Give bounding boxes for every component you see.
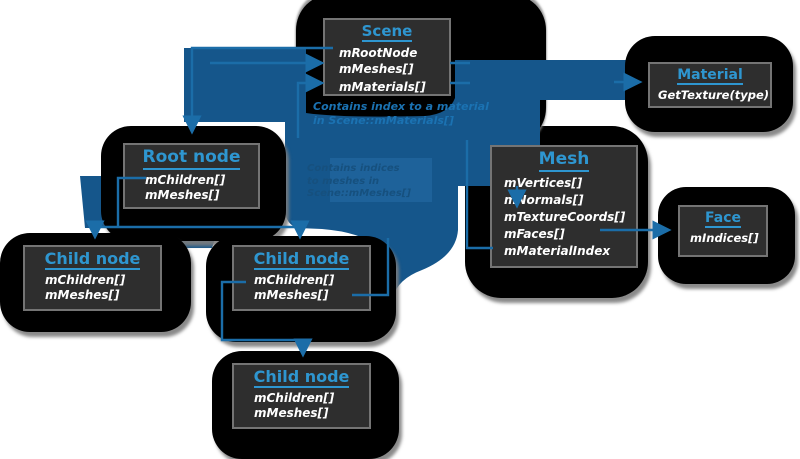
material-field-gettexture: GetTexture(type)	[658, 88, 770, 103]
mesh-field-mnormals: mNormals[]	[504, 192, 584, 207]
scene-box: Scene mRootNode mMeshes[] mMaterials[]	[323, 18, 451, 96]
face-field-mindices: mIndices[]	[690, 231, 759, 246]
mesh-field-mfaces: mFaces[]	[504, 226, 565, 241]
scene-field-mrootnode: mRootNode	[339, 46, 418, 61]
child-node-left-title: Child node	[44, 249, 141, 271]
child-left-field-mchildren: mChildren[]	[45, 273, 126, 288]
edge-childmiddle-mmeshes-up	[352, 238, 390, 297]
blue-mass-drip-left	[80, 176, 122, 228]
mesh-title: Mesh	[538, 149, 590, 172]
mesh-annotation-line2: to meshes in	[307, 175, 380, 187]
mesh-annotation-line1: Contains indices	[307, 163, 400, 174]
material-title: Material	[677, 67, 743, 86]
child-middle-field-mchildren: mChildren[]	[254, 273, 335, 288]
child-node-middle-box: Child node mChildren[] mMeshes[]	[232, 245, 371, 311]
material-annotation-line1: Contains index to a material	[313, 100, 489, 113]
mesh-box: Mesh mVertices[] mNormals[] mTextureCoor…	[490, 145, 638, 268]
child-node-middle-title: Child node	[253, 249, 350, 271]
material-annotation-line2: in Scene::mMaterials[]	[313, 113, 454, 127]
face-blob	[658, 187, 795, 284]
mesh-field-mtexturecoords: mTextureCoords[]	[504, 209, 626, 224]
edge-childmiddle-mchildren-trunk	[220, 280, 303, 342]
face-title: Face	[705, 210, 741, 229]
edge-mesh-mmaterialindex-up	[465, 140, 493, 250]
child2-blob	[206, 236, 396, 342]
mesh-indices-annotation: Contains indices to meshes in Scene::mMe…	[307, 163, 411, 201]
face-box: Face mIndices[]	[678, 205, 768, 257]
root-node-box: Root node mChildren[] mMeshes[]	[123, 143, 260, 209]
child-node-bottom-box: Child node mChildren[] mMeshes[]	[232, 363, 371, 429]
child-left-field-mmeshes: mMeshes[]	[45, 288, 120, 303]
material-index-annotation: Contains index to a material in Scene::m…	[313, 100, 489, 128]
scene-field-mmaterials: mMaterials[]	[339, 80, 426, 95]
child-node-left-box: Child node mChildren[] mMeshes[]	[23, 245, 162, 311]
root-node-blob	[101, 126, 286, 241]
child3-blob	[212, 351, 399, 459]
mesh-note-highlight	[330, 158, 432, 202]
child-bottom-field-mmeshes: mMeshes[]	[254, 406, 329, 421]
child-node-bottom-title: Child node	[253, 367, 350, 389]
material-box: Material GetTexture(type)	[648, 62, 772, 108]
mesh-blob	[465, 126, 648, 298]
root-field-mmeshes: mMeshes[]	[145, 187, 220, 202]
scene-field-mmeshes: mMeshes[]	[339, 62, 414, 77]
child-middle-field-mmeshes: mMeshes[]	[254, 288, 329, 303]
mesh-field-mmaterialindex: mMaterialIndex	[504, 243, 611, 258]
mesh-field-mvertices: mVertices[]	[504, 175, 583, 190]
child-bottom-field-mchildren: mChildren[]	[254, 391, 335, 406]
edge-root-mchildren-trunk	[95, 176, 300, 229]
root-node-title: Root node	[142, 147, 241, 170]
blue-mass-drip-mid	[180, 236, 216, 248]
material-blob	[625, 36, 793, 132]
child1-blob	[0, 233, 191, 332]
mesh-annotation-line3: Scene::mMeshes[]	[307, 188, 411, 199]
edge-scene-mrootnode-to-rootnode	[182, 46, 333, 135]
root-field-mchildren: mChildren[]	[145, 172, 226, 187]
scene-title: Scene	[361, 22, 413, 43]
